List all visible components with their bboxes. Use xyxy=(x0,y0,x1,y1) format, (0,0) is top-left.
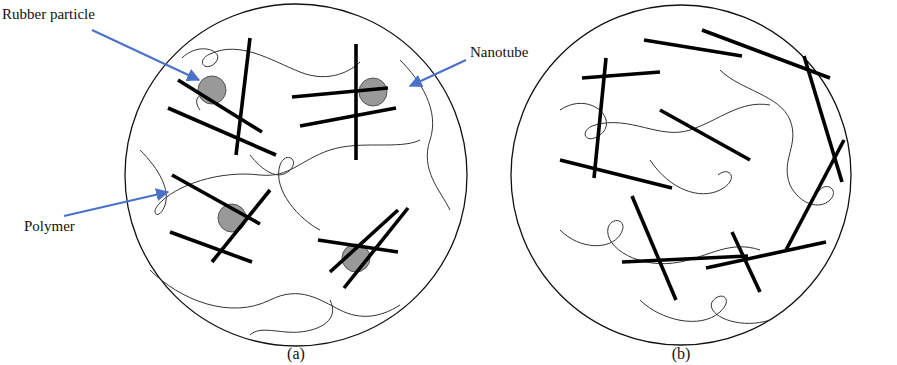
nanotube xyxy=(344,208,408,288)
panel-label: (b) xyxy=(672,345,691,363)
panel-label: (a) xyxy=(287,345,305,363)
nanotube xyxy=(702,30,830,78)
polymer-chain xyxy=(560,221,760,264)
nanotube xyxy=(354,44,358,160)
nanotube xyxy=(804,56,842,182)
leader-arrow xyxy=(64,192,168,216)
nanotube xyxy=(582,72,660,78)
part-label: Nanotube xyxy=(470,44,528,61)
part-label: Polymer xyxy=(24,218,75,235)
polymer-chain xyxy=(650,160,731,194)
polymer-chain xyxy=(560,103,770,138)
composite-boundary xyxy=(511,5,851,345)
leader-arrow xyxy=(410,60,466,86)
nanotube xyxy=(622,256,748,262)
nanotube xyxy=(706,242,826,268)
nanotube xyxy=(732,232,760,292)
polymer-chain xyxy=(640,296,770,323)
polymer-chain xyxy=(150,270,400,316)
nanotube xyxy=(660,110,750,160)
polymer-chain xyxy=(140,140,420,214)
nanotube xyxy=(178,80,262,132)
nanotube xyxy=(786,140,844,250)
polymer-chain xyxy=(400,60,450,210)
nanotube xyxy=(292,88,388,97)
nanotube xyxy=(170,232,252,262)
nanotube xyxy=(300,108,396,126)
polymer-chain xyxy=(182,49,360,77)
composite-boundary xyxy=(125,4,467,346)
part-label: Rubber particle xyxy=(2,6,95,23)
polymer-chain xyxy=(720,70,833,205)
nanotube xyxy=(644,40,742,56)
nanotube xyxy=(632,196,676,300)
leader-arrow xyxy=(92,30,199,80)
polymer-chain xyxy=(250,155,320,230)
nanotube xyxy=(560,160,672,188)
polymer-chain xyxy=(250,300,333,335)
